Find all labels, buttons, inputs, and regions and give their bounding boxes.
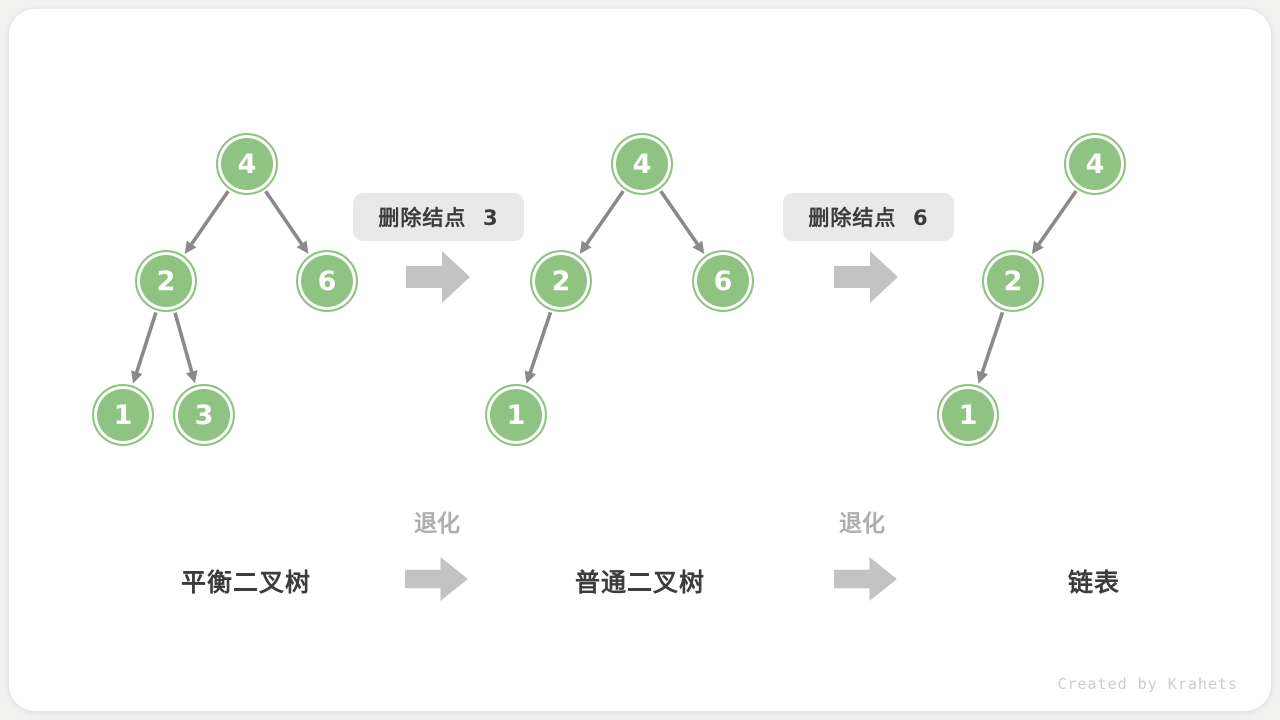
tree-edge <box>1035 189 1078 248</box>
tree-edge-arrowhead <box>1031 240 1044 254</box>
tree-node-3: 3 <box>173 384 235 446</box>
right-block-arrow-icon <box>406 251 470 303</box>
tree-edge <box>134 311 158 376</box>
watermark-credit: Created by Krahets <box>1057 675 1238 693</box>
stage-label-ordinary-binary-tree: 普通二叉树 <box>574 568 706 597</box>
tree-edge-arrowhead <box>131 370 143 384</box>
tree-edge <box>659 190 701 248</box>
tree-node-1: 1 <box>485 384 547 446</box>
step-label-delete-node-3: 删除结点 3 <box>353 193 524 241</box>
tree-node-4: 4 <box>611 133 673 195</box>
tree-node-2: 2 <box>982 250 1044 312</box>
tree-edge-arrowhead <box>185 370 198 384</box>
tree-edge <box>583 190 625 248</box>
step-label-delete-node-6: 删除结点 6 <box>783 193 954 241</box>
tree-edge-arrowhead <box>296 240 309 254</box>
tree-node-1: 1 <box>92 384 154 446</box>
tree-edge <box>979 311 1005 376</box>
tree-edge <box>173 312 195 376</box>
tree-node-2: 2 <box>530 250 592 312</box>
tree-node-6: 6 <box>296 250 358 312</box>
tree-node-1: 1 <box>937 384 999 446</box>
step-label-text: 删除结点 6 <box>808 206 929 230</box>
step-label-text: 删除结点 3 <box>378 206 499 230</box>
tree-edge-arrowhead <box>184 240 197 254</box>
card-background <box>9 9 1271 711</box>
tree-edge <box>188 190 230 248</box>
tree-edge <box>527 311 553 376</box>
tree-edge-arrowhead <box>579 240 592 254</box>
tree-edge-arrowhead <box>692 240 705 254</box>
right-block-arrow-icon <box>405 557 468 601</box>
degrade-label: 退化 <box>414 511 460 537</box>
tree-node-2: 2 <box>135 250 197 312</box>
stage-label-balanced-binary-tree: 平衡二叉树 <box>180 568 312 597</box>
right-block-arrow-icon <box>834 251 898 303</box>
tree-node-6: 6 <box>692 250 754 312</box>
tree-edge-arrowhead <box>976 370 989 384</box>
degrade-label: 退化 <box>839 511 885 537</box>
tree-edge <box>264 190 305 248</box>
stage-label-linked-list: 链表 <box>1067 568 1121 597</box>
tree-edge-arrowhead <box>524 370 537 384</box>
tree-node-4: 4 <box>216 133 278 195</box>
tree-node-4: 4 <box>1064 133 1126 195</box>
right-block-arrow-icon <box>834 557 897 601</box>
